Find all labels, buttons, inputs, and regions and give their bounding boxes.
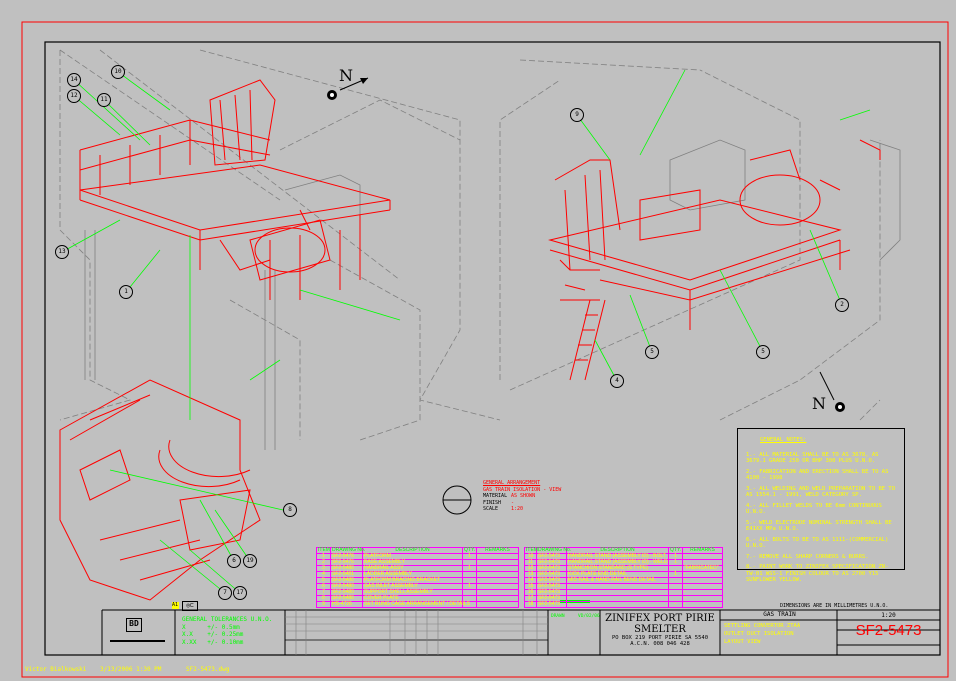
company-name-2: SMELTER <box>634 624 686 635</box>
bom-cell: - <box>682 601 723 608</box>
bom-cell: - <box>668 601 683 608</box>
drawn-label: DRAWN <box>551 614 565 619</box>
tolerance-line: X +/- 0.5mm <box>182 623 240 631</box>
company-acn: A.C.N. 008 046 428 <box>630 641 690 647</box>
sheet-border <box>21 21 949 678</box>
revision-grid <box>285 610 548 655</box>
general-arrangement-label: GENERAL ARRANGEMENT GAS TRAIN ISOLATION … <box>483 480 561 513</box>
item-balloon: 6 <box>227 554 241 568</box>
north-label-bottom: N <box>812 394 826 413</box>
finish-value: - <box>511 499 515 506</box>
north-arrow-bottom <box>819 371 845 412</box>
north-label-top: N <box>339 66 353 85</box>
item-balloon: 2 <box>835 298 849 312</box>
scale-value: 1:20 <box>511 506 524 512</box>
company-name: ZINIFEX PORT PIRIE <box>605 613 715 624</box>
title-block-grid <box>101 609 940 655</box>
bom-cell: HS-4726 <box>330 601 363 608</box>
status-filename: SF2-5473.dwg <box>186 666 230 673</box>
item-balloon: 9 <box>570 108 584 122</box>
dimensions-note: DIMENSIONS ARE IN MILLIMETRES U.N.O. <box>780 603 889 609</box>
sheet-size: A1 <box>172 602 179 609</box>
item-balloon: 13 <box>55 245 69 259</box>
detail-view <box>59 379 261 601</box>
tolerances-title: GENERAL TOLERANCES U.N.O. <box>182 616 273 623</box>
note-item: 1.- ALL MATERIAL SHALL BE TO AS 3678, AS… <box>746 451 879 465</box>
item-balloon: 11 <box>97 93 111 107</box>
bom-cell: "FABRICATED" <box>682 565 723 572</box>
notes-title: GENERAL NOTES: <box>760 437 807 443</box>
bom-cell: SET RUNG CAGE ARRANGEMENT / DETAILS <box>362 601 470 608</box>
ga-title: GENERAL ARRANGEMENT <box>483 480 541 486</box>
item-balloon: 4 <box>610 374 624 388</box>
note-item: 8.- PAINT WORK TO ZINIFEX SPECIFICATION … <box>746 564 889 583</box>
drawn-value: VD/02/06 <box>578 614 600 619</box>
leader-lines <box>61 69 871 594</box>
note-item: 5.- WELD ELECTRODE NOMINAL STRENGTH SHAL… <box>746 519 892 533</box>
material-label: MATERIAL <box>483 493 508 499</box>
note-item: 6.- ALL BOLTS TO BE TO AS 1111-(COMMERCI… <box>746 536 889 550</box>
drawing-frame <box>44 41 941 656</box>
status-user: Victor Bialkowski <box>25 666 87 673</box>
drawing-number: SF2-5473 <box>855 622 922 639</box>
third-angle-projection-icon: ◎⊏ <box>182 601 198 611</box>
company-block: ZINIFEX PORT PIRIE SMELTER PO BOX 219 PO… <box>602 613 718 647</box>
item-balloon: 7 <box>218 586 232 600</box>
item-balloon: 5 <box>756 345 770 359</box>
tolerance-line: X.XX +/- 0.10mm <box>182 638 244 646</box>
bom-cell: - <box>566 601 669 608</box>
building-outline <box>84 139 901 450</box>
note-item: 2.- FABRICATION AND ERECTION SHALL BE TO… <box>746 468 889 482</box>
left-platform-view <box>79 79 391 300</box>
scale-value-title-block: 1:20 <box>881 612 896 619</box>
note-item: 7.- REMOVE ALL SHARP CORNERS & BURRS. <box>746 553 869 560</box>
bom-cell: SF2-5473 <box>536 601 567 608</box>
company-logo: BD <box>108 614 168 650</box>
north-arrow-top <box>327 77 369 100</box>
ga-subtitle: GAS TRAIN ISOLATION - VIEW <box>483 486 562 493</box>
drawing-title: SETTLING CONVERTOR ZTAA OUTLET DUCT ISOL… <box>724 622 800 646</box>
item-balloon: 10 <box>111 65 125 79</box>
general-notes-box: GENERAL NOTES: 1.- ALL MATERIAL SHALL BE… <box>737 428 905 583</box>
item-balloon: 17 <box>233 586 247 600</box>
item-balloon: 1 <box>119 285 133 299</box>
item-balloon: 19 <box>243 554 257 568</box>
general-tolerances: GENERAL TOLERANCES U.N.O. X +/- 0.5mm X.… <box>182 616 272 646</box>
section-symbol <box>442 485 472 515</box>
right-platform-view <box>548 139 881 381</box>
title-line: SETTLING CONVERTOR ZTAA <box>724 623 801 629</box>
background-structure <box>59 49 881 441</box>
material-value: AS SHOWN <box>511 493 536 499</box>
title-line: LAYOUT VIEW <box>724 639 761 645</box>
bom-cell: MID RAIL & HAND RAIL BEND DETAIL <box>566 577 669 584</box>
title-line: OUTLET DUCT ISOLATION <box>724 631 794 637</box>
tolerance-line: X.X +/- 0.25mm <box>182 631 244 638</box>
company-address: PO BOX 219 PORT PIRIE SA 5540 <box>611 635 709 641</box>
title-header: GAS TRAIN <box>763 611 796 618</box>
bom-cell: - <box>476 601 519 608</box>
item-balloon: 8 <box>283 503 297 517</box>
item-balloon: 5 <box>645 345 659 359</box>
finish-label: FINISH <box>483 499 502 506</box>
item-balloon: 14 <box>67 73 81 87</box>
note-item: 3.- ALL WELDING AND WELD PREPARATION TO … <box>746 485 896 499</box>
status-datetime: 3/13/2006 1:30 PM <box>100 666 162 673</box>
note-item: 4.- ALL FILLET WELDS TO BE 6mm CONTINUOU… <box>746 502 882 516</box>
bom-cell: 9 <box>316 601 331 608</box>
item-balloon: 12 <box>67 89 81 103</box>
scale-label: SCALE <box>483 506 499 512</box>
bom-cell: 18 <box>524 601 537 608</box>
